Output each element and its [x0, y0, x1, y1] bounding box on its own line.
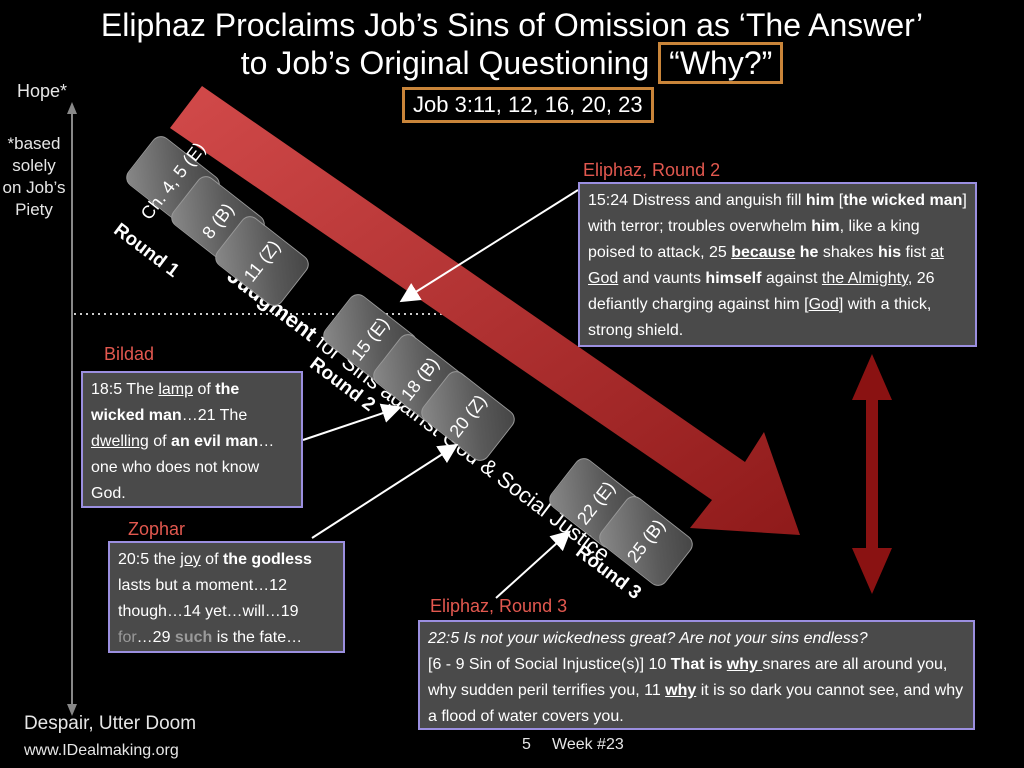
e2-t4: , like a king poised to attack, 25 — [588, 218, 920, 261]
b-t5: …one who does not know God. — [91, 433, 275, 502]
e3-i1: 22:5 Is not your wickedness great? Are n… — [428, 630, 868, 647]
slide-title-line2: to Job’s Original Questioning “Why?” — [0, 42, 1024, 84]
z-g1: for — [118, 629, 137, 646]
e2-t8: and vaunts — [618, 270, 706, 287]
e2-bu1: because — [731, 244, 796, 261]
z-b1: the godless — [222, 551, 312, 568]
title-line2-text: to Job’s Original Questioning — [240, 45, 650, 81]
e2-u3: God — [808, 296, 839, 313]
z-t4: …29 — [136, 629, 175, 646]
e2-t6: shakes — [818, 244, 878, 261]
e3-t1: [6 - 9 Sin of Social Injustice(s)] 10 — [428, 656, 671, 673]
e2-b5: his — [877, 244, 902, 261]
z-t3: lasts but a moment…12 though…14 yet…will… — [118, 577, 299, 620]
e2-t9: against — [761, 270, 822, 287]
b-t3: …21 The — [181, 407, 248, 424]
slide-title-line1: Eliphaz Proclaims Job’s Sins of Omission… — [100, 7, 924, 43]
eliphaz-round-3-label: Eliphaz, Round 3 — [430, 596, 568, 616]
e2-u2: the Almighty — [821, 270, 908, 287]
axis-note: *based solely on Job’s Piety — [2, 134, 66, 219]
judgment-arrow — [170, 86, 800, 535]
z-t2: of — [200, 551, 223, 568]
b-t4: of — [148, 433, 172, 450]
double-arrow — [852, 354, 892, 594]
axis-bottom-label: Despair, Utter Doom — [23, 713, 197, 734]
scripture-reference-box: Job 3:11, 12, 16, 20, 23 — [402, 87, 654, 123]
b-b1: the wicked man — [91, 381, 240, 424]
e2-t10: , 26 defiantly charging against him [ — [588, 270, 935, 313]
z-u1: joy — [180, 551, 201, 568]
e2-b3: him — [811, 218, 840, 235]
e2-t11: ] with a thick, strong shield. — [588, 296, 932, 339]
e2-u1: at God — [588, 244, 944, 287]
e2-t2: [ — [834, 192, 844, 209]
z-t1: 20:5 the — [118, 551, 181, 568]
e2-t7: fist — [901, 244, 931, 261]
eliphaz-round-3-panel: 22:5 Is not your wickedness great? Are n… — [418, 620, 975, 730]
b-u2: dwelling — [91, 433, 149, 450]
bildad-panel: 18:5 The lamp of the wicked man…21 The d… — [81, 371, 303, 508]
e2-b1: him — [805, 192, 835, 209]
e3-t4: it is so dark you cannot see, and why a … — [428, 682, 964, 725]
vertical-axis — [67, 102, 77, 716]
zophar-label: Zophar — [128, 519, 186, 539]
why-box: “Why?” — [658, 42, 784, 84]
e3-t3: snares are all around you, why sudden pe… — [428, 656, 948, 699]
e2-t3: ] with terror; troubles overwhelm — [588, 192, 967, 235]
e2-b6: himself — [705, 270, 762, 287]
zophar-panel: 20:5 the joy of the godless lasts but a … — [108, 541, 345, 653]
z-g2: such — [174, 629, 213, 646]
page-number: 5 — [522, 736, 531, 753]
dotted-baseline — [74, 313, 510, 315]
e2-b4: he — [799, 244, 819, 261]
e3-bu1: why — [726, 656, 763, 673]
e2-t1: 15:24 Distress and anguish fill — [588, 192, 806, 209]
b-t1: 18:5 The — [91, 381, 159, 398]
eliphaz-round-2-panel: 15:24 Distress and anguish fill him [the… — [578, 182, 977, 347]
e3-bu2: why — [665, 682, 697, 699]
e3-b1: That is — [670, 656, 723, 673]
z-t5: is the fate… — [212, 629, 303, 646]
eliphaz-round-2-label: Eliphaz, Round 2 — [583, 160, 721, 180]
e2-b2: the wicked man — [843, 192, 963, 209]
axis-top-label: Hope* — [16, 81, 68, 101]
week-label: Week #23 — [552, 736, 624, 753]
b-u1: lamp — [158, 381, 193, 398]
bildad-label: Bildad — [104, 344, 155, 364]
b-t2: of — [193, 381, 216, 398]
b-b2: an evil man — [171, 433, 259, 450]
website-footer: www.IDealmaking.org — [24, 742, 179, 759]
